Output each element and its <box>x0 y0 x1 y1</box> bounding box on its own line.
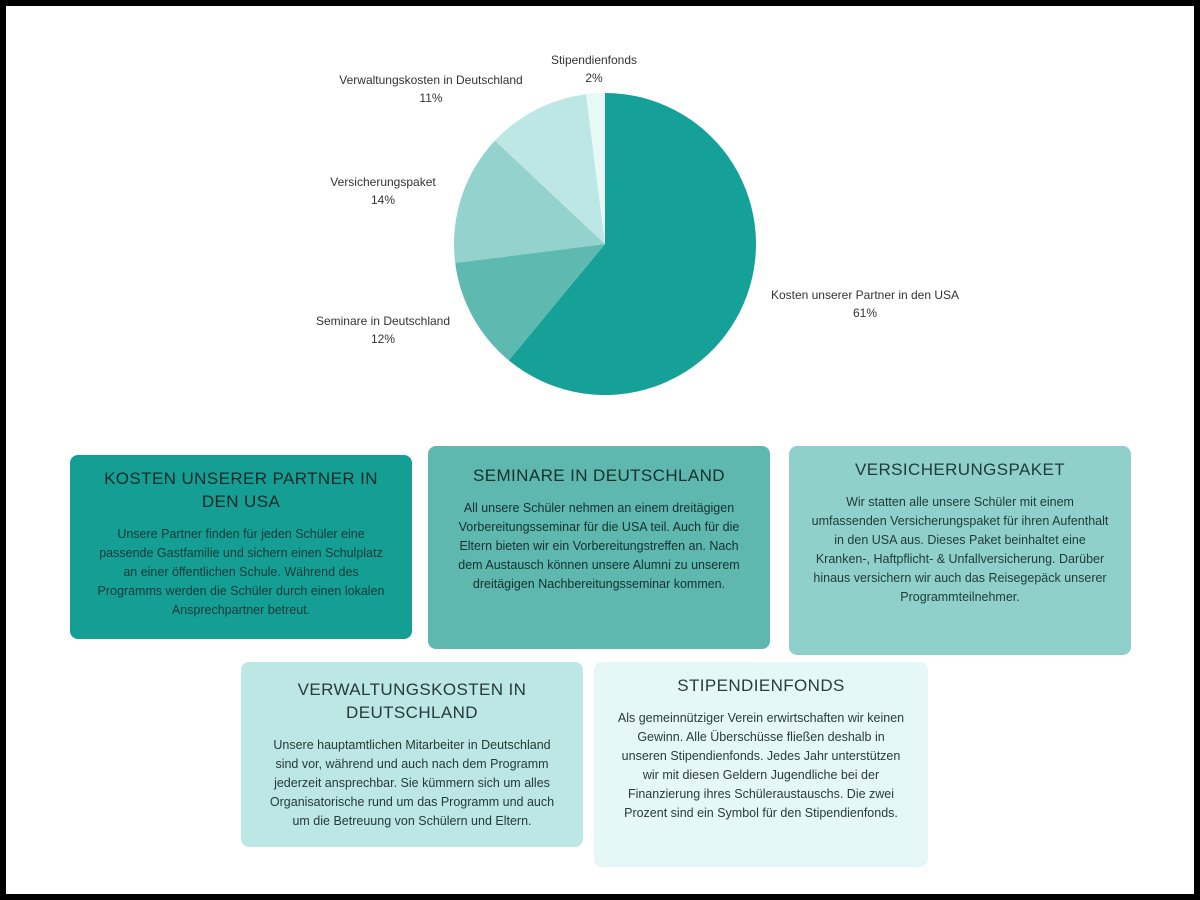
slice-value-label: 2% <box>585 71 603 85</box>
card-text: Wir statten alle unsere Schüler mit eine… <box>811 495 1109 604</box>
card-title: SEMINARE IN DEUTSCHLAND <box>473 466 725 485</box>
slice-label: Verwaltungskosten in Deutschland <box>339 73 522 87</box>
pie-slice <box>586 93 605 244</box>
card-text: All unsere Schüler nehmen an einem dreit… <box>458 501 740 591</box>
slice-value-label: 11% <box>419 91 442 105</box>
card-scholarship-fund: STIPENDIENFONDS Als gemeinnütziger Verei… <box>594 662 928 867</box>
slice-value-label: 12% <box>371 332 395 346</box>
slice-value-label: 14% <box>371 193 395 207</box>
pie-slice <box>455 244 605 361</box>
pie-slice <box>508 93 756 395</box>
card-text: Unsere hauptamtlichen Mitarbeiter in Deu… <box>269 738 555 828</box>
card-seminars: SEMINARE IN DEUTSCHLAND All unsere Schül… <box>428 446 770 649</box>
slice-value-label: 61% <box>853 306 877 320</box>
slice-label: Stipendienfonds <box>551 53 637 67</box>
infographic-page: Kosten unserer Partner in den USA 61% Semi… <box>6 6 1194 894</box>
card-insurance: VERSICHERUNGSPAKET Wir statten alle unse… <box>789 446 1131 655</box>
slice-label: Seminare in Deutschland <box>316 314 450 328</box>
pie-chart: Kosten unserer Partner in den USA 61% Semi… <box>316 53 959 395</box>
card-administration: VERWALTUNGSKOSTEN IN DEUTSCHLAND Unsere … <box>241 662 583 847</box>
slice-label: Versicherungspaket <box>330 175 436 189</box>
card-title: KOSTEN UNSERER PARTNER IN DEN USA <box>104 469 378 511</box>
card-title: VERSICHERUNGSPAKET <box>855 460 1065 479</box>
card-text: Unsere Partner finden für jeden Schüler … <box>97 527 385 617</box>
card-text: Als gemeinnütziger Verein erwirtschaften… <box>617 711 905 820</box>
pie-slice <box>454 140 605 263</box>
card-partner-costs: KOSTEN UNSERER PARTNER IN DEN USA Unsere… <box>70 455 412 639</box>
card-title: VERWALTUNGSKOSTEN IN DEUTSCHLAND <box>297 680 527 722</box>
card-title: STIPENDIENFONDS <box>677 676 845 695</box>
pie-slice <box>494 94 605 245</box>
slice-label: Kosten unserer Partner in den USA <box>771 288 959 302</box>
